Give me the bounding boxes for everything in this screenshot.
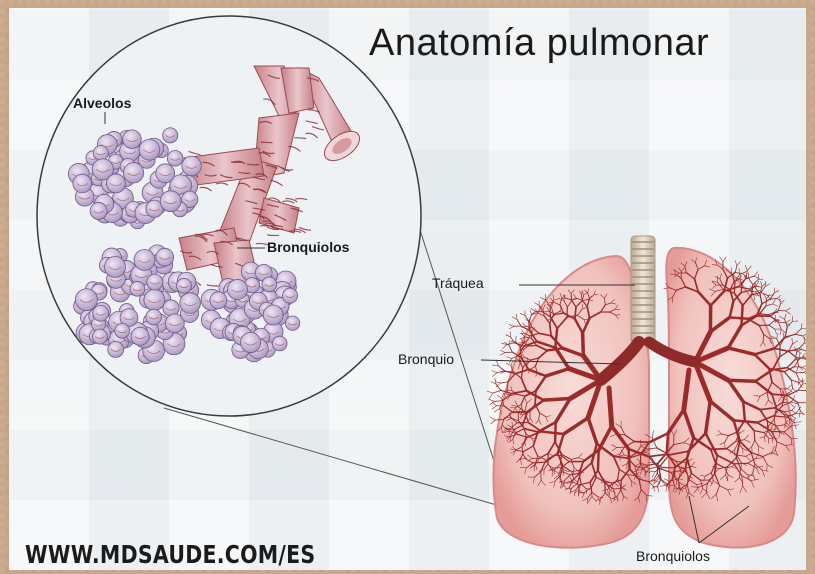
diagram-panel: Alveolos Bronquiolos Tráquea Bronquio Br…	[9, 8, 806, 570]
label-traquea: Tráquea	[432, 275, 484, 291]
zoom-circle	[37, 16, 421, 416]
trachea-rings	[632, 242, 654, 340]
zoom-connector-line	[164, 408, 517, 511]
label-alveolos: Alveolos	[73, 95, 132, 111]
label-bronquiolos-zoom: Bronquiolos	[267, 239, 350, 255]
page-title: Anatomía pulmonar	[369, 22, 709, 65]
label-bronquio: Bronquio	[398, 351, 454, 367]
website-url: WWW.MDSAUDE.COM/ES	[25, 540, 315, 569]
label-bronquiolos-lung: Bronquiolos	[636, 548, 710, 564]
lung-anatomy-diagram: Alveolos Bronquiolos Tráquea Bronquio Br…	[9, 8, 806, 570]
lungs	[487, 236, 806, 548]
trachea	[631, 236, 655, 344]
